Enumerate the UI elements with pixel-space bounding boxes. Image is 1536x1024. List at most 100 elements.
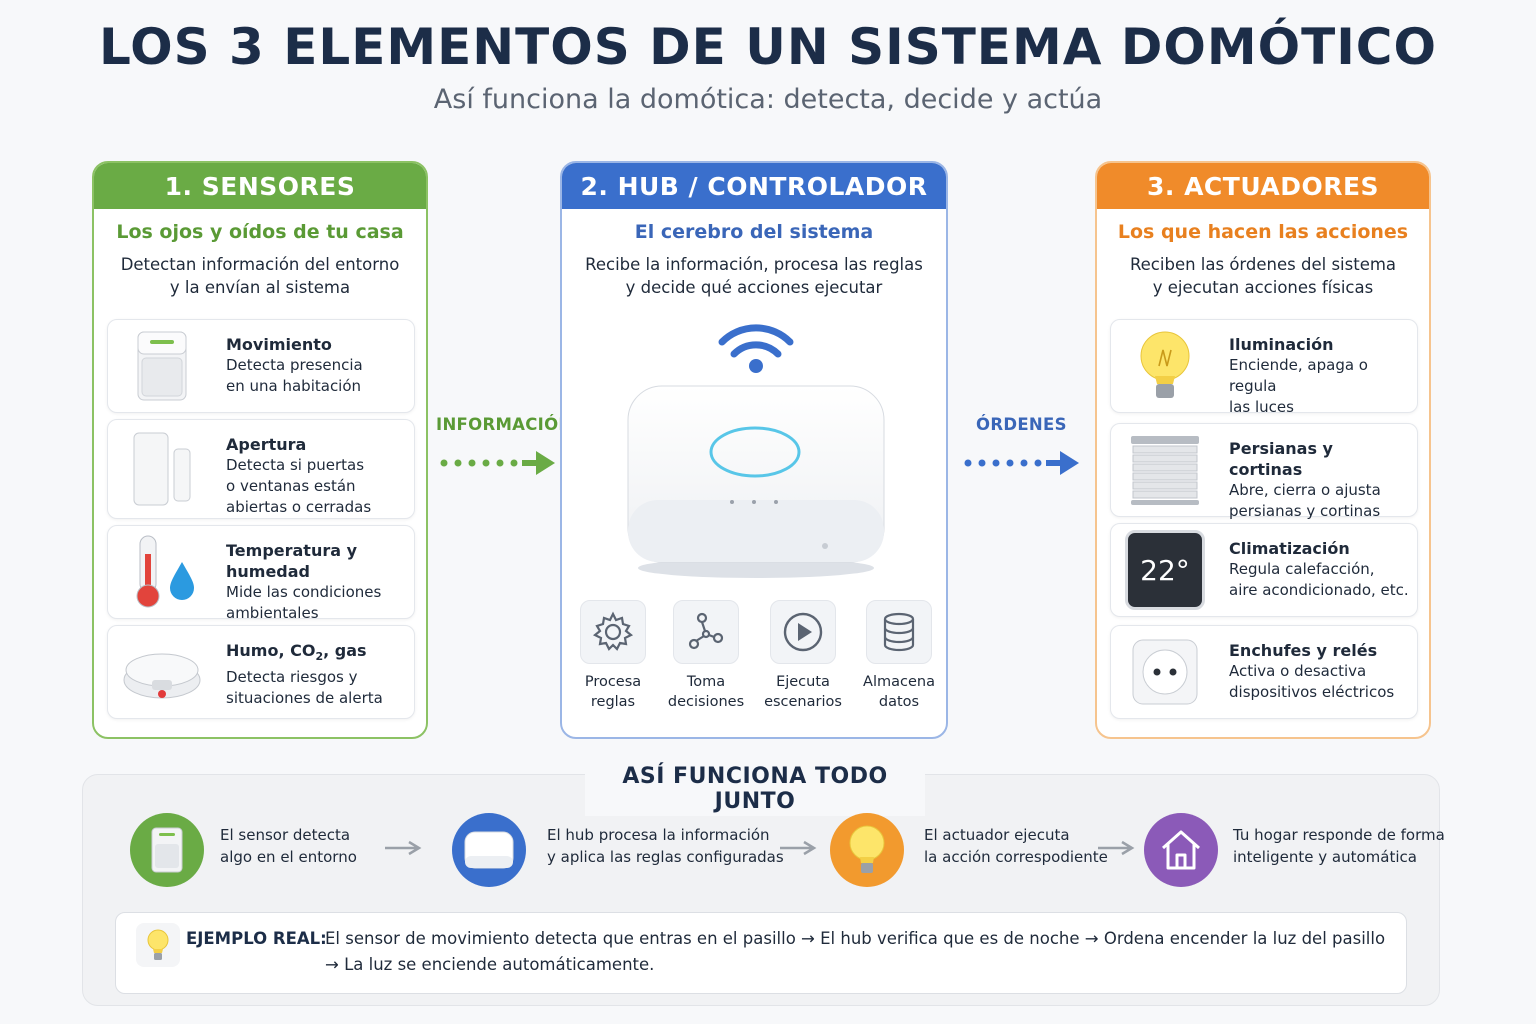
motion-sensor-icon (137, 331, 187, 401)
sensor-opening-text: Apertura Detecta si puertas o ventanas e… (226, 434, 408, 518)
actuator-desc-line: Activa o desactiva (1229, 662, 1367, 680)
sensors-heading: 1. SENSORES (94, 163, 426, 209)
actuators-description: Reciben las órdenes del sistema y ejecut… (1097, 253, 1429, 299)
wifi-icon (718, 324, 794, 373)
hub-device-icon (627, 385, 885, 578)
hub-function-label: Toma (686, 674, 726, 690)
play-icon (770, 600, 836, 664)
actuator-desc-line: dispositivos eléctricos (1229, 683, 1395, 701)
sensor-name-main: Humo, CO (226, 641, 316, 660)
hub-function-label: Procesa (584, 674, 642, 690)
actuators-heading: 3. ACTUADORES (1097, 163, 1429, 209)
step-text-line: El actuador ejecuta (924, 826, 1070, 844)
hub-heading: 2. HUB / CONTROLADOR (562, 163, 946, 209)
real-example-line: → La luz se enciende automáticamente. (325, 955, 655, 974)
actuator-name: Iluminación (1229, 335, 1334, 354)
actuator-name: Enchufes y relés (1229, 641, 1378, 660)
hub-function-label: Almacena (863, 674, 935, 690)
motion-sensor-icon (151, 827, 183, 873)
sensors-desc-line: Detectan información del entorno (120, 255, 400, 274)
smoke-detector-icon (123, 653, 201, 699)
actuator-blinds-text: Persianas y cortinas Abre, cierra o ajus… (1229, 438, 1411, 522)
actuator-climate-text: Climatización Regula calefacción, aire a… (1229, 538, 1411, 601)
hub-function-scenes: Ejecuta escenarios (764, 600, 842, 712)
sensor-name: Temperatura y humedad (226, 541, 358, 581)
workflow-title: ASÍ FUNCIONA TODO JUNTO (585, 762, 925, 816)
sensor-card-temperature: Temperatura y humedad Mide las condicion… (107, 525, 415, 622)
hub-desc-line: y decide qué acciones ejecutar (625, 278, 883, 297)
step-arrow-icon (385, 840, 422, 856)
flow-label-information: INFORMACIÓN (436, 415, 573, 434)
hub-description: Recibe la información, procesa las regla… (562, 253, 946, 299)
sensor-desc-line: situaciones de alerta (226, 689, 383, 708)
sensors-panel: 1. SENSORES Los ojos y oídos de tu casa … (92, 161, 428, 739)
actuators-desc-line: Reciben las órdenes del sistema (1129, 255, 1397, 274)
hub-function-label: escenarios (764, 694, 842, 710)
sensor-name: Apertura (226, 435, 307, 454)
hub-function-data: Almacena datos (863, 600, 935, 712)
gear-icon (580, 600, 646, 664)
hub-icon (464, 831, 514, 869)
orders-arrow (964, 451, 1079, 475)
lightbulb-icon (136, 923, 180, 967)
house-icon (1162, 830, 1200, 870)
sensor-desc-line: abiertas o cerradas (226, 498, 372, 516)
actuator-card-lighting: Iluminación Enciende, apaga o regula las… (1110, 319, 1418, 416)
actuator-outlets-text: Enchufes y relés Activa o desactiva disp… (1229, 640, 1411, 703)
hub-function-rules: Procesa reglas (580, 600, 646, 712)
step-arrow-icon (780, 840, 817, 856)
sensor-card-opening: Apertura Detecta si puertas o ventanas e… (107, 419, 415, 519)
step-hub-circle (452, 813, 526, 887)
actuator-desc-line: Regula calefacción, (1229, 560, 1375, 578)
step-actuator-text: El actuador ejecuta la acción correspodi… (924, 824, 1108, 868)
thermostat-icon: 22° (1125, 530, 1205, 610)
hub-function-label: reglas (590, 694, 636, 710)
actuator-name: Persianas y cortinas (1229, 439, 1333, 479)
sensor-desc-line: o ventanas están (226, 477, 356, 495)
actuator-desc-line: aire acondicionado, etc. (1229, 581, 1409, 599)
information-arrow (440, 451, 555, 475)
step-home-circle (1144, 813, 1218, 887)
actuator-lighting-text: Iluminación Enciende, apaga o regula las… (1229, 334, 1411, 418)
sensor-name: Humo, CO2, gas (226, 640, 408, 667)
outlet-icon (1132, 639, 1198, 705)
step-hub-text: El hub procesa la información y aplica l… (547, 824, 784, 868)
sensor-desc-line: en una habitación (226, 377, 362, 395)
real-example-box: EJEMPLO REAL: El sensor de movimiento de… (115, 912, 1407, 994)
actuators-tagline: Los que hacen las acciones (1117, 221, 1409, 243)
step-text-line: El hub procesa la información (547, 826, 770, 844)
actuator-desc-line: Abre, cierra o ajusta (1229, 481, 1381, 499)
sensor-name-subscript: 2 (315, 650, 324, 664)
database-icon (866, 600, 932, 664)
step-text-line: inteligente y automática (1233, 848, 1417, 866)
actuator-desc-line: Enciende, apaga o regula (1229, 356, 1368, 395)
flow-label-orders: ÓRDENES (976, 415, 1067, 434)
sensor-name-tail: , gas (323, 641, 367, 660)
sensor-temperature-text: Temperatura y humedad Mide las condicion… (226, 540, 408, 624)
lightbulb-icon (849, 825, 885, 873)
hub-function-label: decisiones (667, 694, 745, 710)
blinds-icon (1131, 436, 1199, 505)
hub-function-decisions: Toma decisiones (668, 600, 744, 712)
hub-function-label: Ejecuta (776, 674, 830, 690)
sensor-desc-line: Detecta presencia (226, 356, 363, 374)
hub-desc-line: Recibe la información, procesa las regla… (585, 255, 923, 274)
sensor-desc-line: Detecta si puertas (226, 456, 365, 474)
sensors-desc-line: y la envían al sistema (169, 278, 351, 297)
hub-function-label: datos (878, 694, 920, 710)
step-text-line: algo en el entorno (220, 848, 357, 866)
sensor-desc-line: Detecta riesgos y (226, 668, 358, 687)
sensors-tagline: Los ojos y oídos de tu casa (116, 221, 404, 243)
step-actuator-circle (830, 813, 904, 887)
sensor-card-smoke: Humo, CO2, gas Detecta riesgos y situaci… (107, 625, 415, 719)
hub-tagline: El cerebro del sistema (634, 221, 874, 243)
step-text-line: El sensor detecta (220, 826, 351, 844)
page-subtitle: Así funciona la domótica: detecta, decid… (433, 84, 1103, 115)
sensor-desc-line: ambientales (226, 604, 319, 622)
step-home-text: Tu hogar responde de forma inteligente y… (1233, 824, 1445, 868)
sensor-desc-line: Mide las condiciones (226, 583, 382, 601)
door-sensor-icon (133, 432, 191, 506)
sensor-motion-text: Movimiento Detecta presencia en una habi… (226, 334, 408, 397)
sensor-card-motion: Movimiento Detecta presencia en una habi… (107, 319, 415, 413)
step-text-line: y aplica las reglas configuradas (547, 848, 784, 866)
